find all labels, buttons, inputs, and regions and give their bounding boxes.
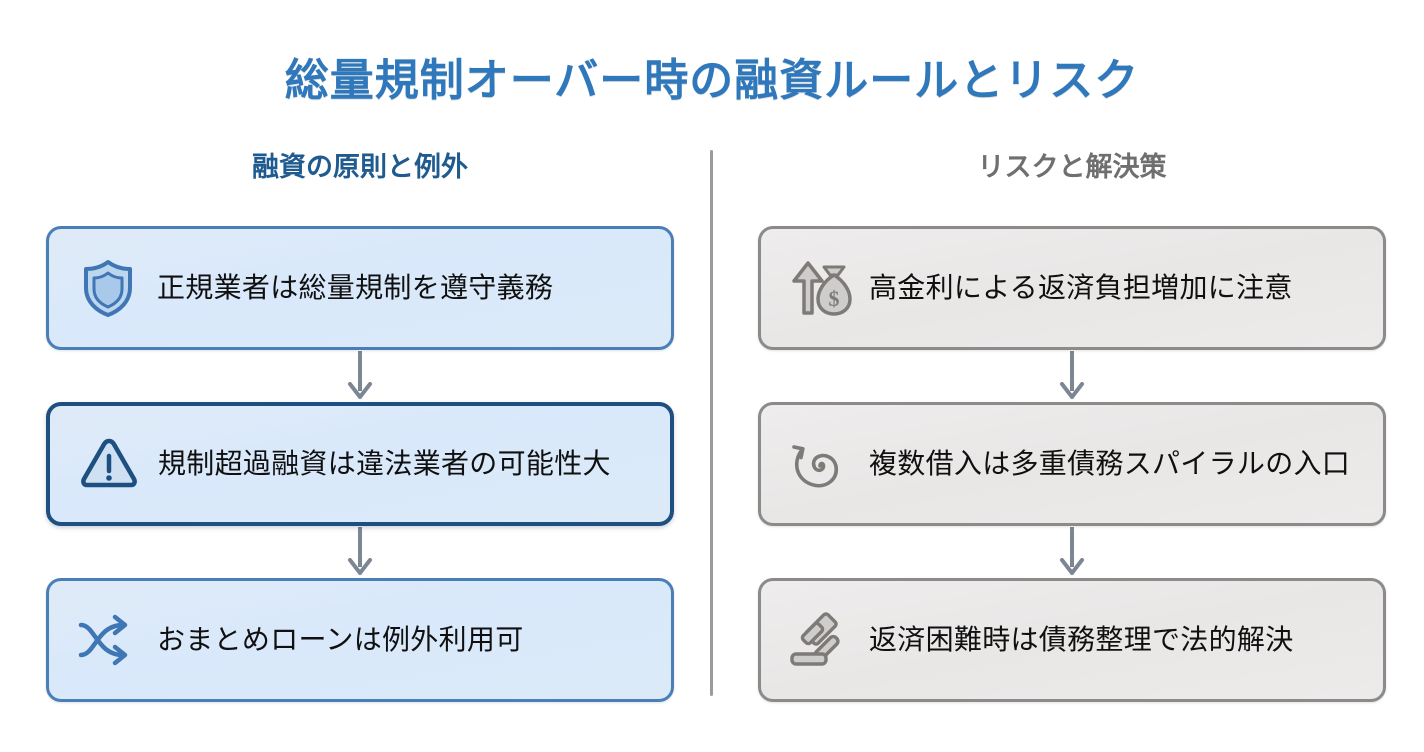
right-card-chain: $ 高金利による返済負担増加に注意 複数借入は多重債務スパイラルの: [758, 226, 1386, 702]
card-right-3[interactable]: 返済困難時は債務整理で法的解決: [758, 578, 1386, 702]
right-column: リスクと解決策: [752, 148, 1392, 192]
shuffle-arrows-icon: [71, 603, 145, 677]
card-left-2[interactable]: 規制超過融資は違法業者の可能性大: [46, 402, 674, 526]
spiral-icon: [783, 427, 857, 501]
card-left-3[interactable]: おまとめローンは例外利用可: [46, 578, 674, 702]
column-divider: [710, 150, 713, 696]
left-column: 融資の原則と例外: [40, 148, 680, 192]
money-bag-up-arrow-icon: $: [783, 251, 857, 325]
connector-arrow-left-1: [46, 350, 674, 402]
card-right-2[interactable]: 複数借入は多重債務スパイラルの入口: [758, 402, 1386, 526]
card-right-3-label: 返済困難時は債務整理で法的解決: [869, 624, 1294, 656]
card-left-3-label: おまとめローンは例外利用可: [157, 624, 524, 656]
connector-arrow-left-2: [46, 526, 674, 578]
svg-text:$: $: [829, 286, 840, 311]
card-left-1-label: 正規業者は総量規制を遵守義務: [157, 272, 554, 304]
left-card-chain: 正規業者は総量規制を遵守義務 規制超過融資は違法業者の可能性大: [46, 226, 674, 702]
connector-arrow-right-2: [758, 526, 1386, 578]
page-title: 総量規制オーバー時の融資ルールとリスク: [284, 56, 1140, 105]
right-column-heading: リスクと解決策: [977, 152, 1167, 182]
gavel-icon: [783, 603, 857, 677]
card-right-1-label: 高金利による返済負担増加に注意: [869, 272, 1293, 304]
connector-arrow-right-1: [758, 350, 1386, 402]
card-left-2-label: 規制超過融資は違法業者の可能性大: [158, 448, 611, 480]
left-column-heading: 融資の原則と例外: [252, 152, 468, 182]
card-right-2-label: 複数借入は多重債務スパイラルの入口: [869, 448, 1351, 480]
shield-icon: [71, 251, 145, 325]
card-right-1[interactable]: $ 高金利による返済負担増加に注意: [758, 226, 1386, 350]
card-left-1[interactable]: 正規業者は総量規制を遵守義務: [46, 226, 674, 350]
warning-triangle-icon: [72, 427, 146, 501]
